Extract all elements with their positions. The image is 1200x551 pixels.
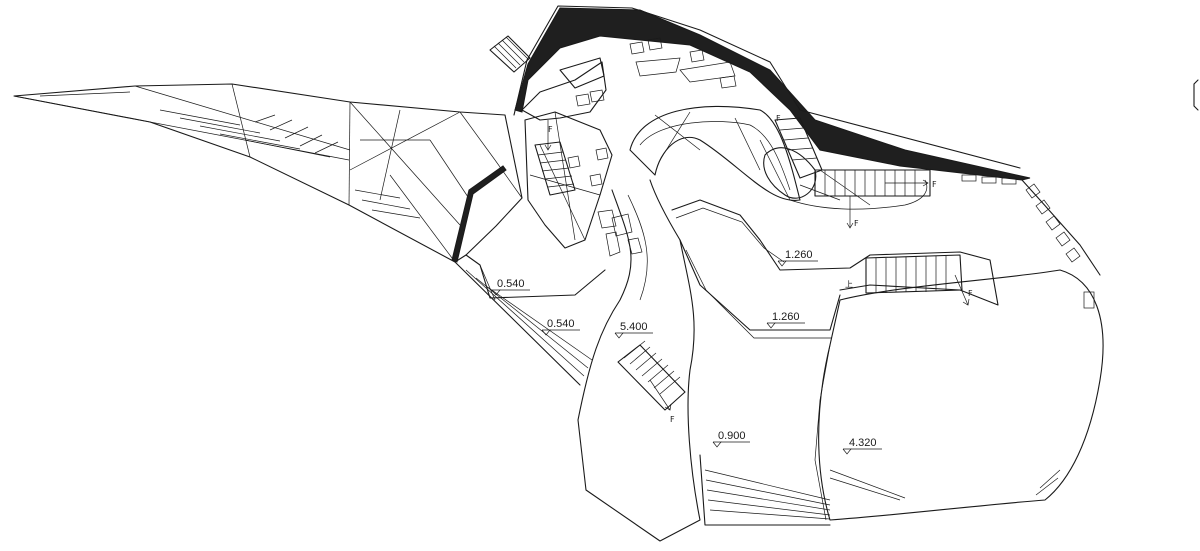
stair-up-mark: 上 — [845, 280, 853, 289]
level-marker: 1.260 — [766, 311, 805, 329]
west-wing — [13, 83, 523, 263]
level-label: 4.320 — [849, 437, 877, 449]
level-label: 5.400 — [620, 321, 648, 333]
north-wall — [513, 5, 1031, 181]
level-marker: 5.400 — [614, 321, 653, 339]
level-label: 1.260 — [772, 311, 800, 323]
stair-down-mark: F — [776, 114, 781, 123]
level-marker: 0.540 — [491, 278, 530, 296]
stair-down-mark: F — [968, 289, 973, 298]
level-marker: 0.900 — [712, 430, 750, 448]
level-marker: 0.540 — [541, 318, 580, 336]
level-label: 0.540 — [547, 318, 575, 330]
level-label: 0.900 — [718, 430, 746, 442]
stairs — [489, 35, 970, 411]
level-label: 1.260 — [785, 249, 813, 261]
terraces — [454, 174, 1104, 526]
level-marker: 1.260 — [777, 249, 818, 267]
stair-marks: F F F F F F 上 — [548, 114, 973, 424]
stair-down-mark: F — [548, 125, 553, 134]
level-marker: 4.320 — [842, 437, 882, 455]
stair-down-mark: F — [670, 415, 675, 424]
level-label: 0.540 — [497, 278, 525, 290]
level-markers: 1.260 0.540 0.540 5.400 1.260 0.900 — [491, 249, 882, 455]
stair-down-mark: F — [932, 180, 937, 189]
stair-down-mark: F — [854, 219, 859, 228]
edge-fragment — [1193, 79, 1199, 111]
